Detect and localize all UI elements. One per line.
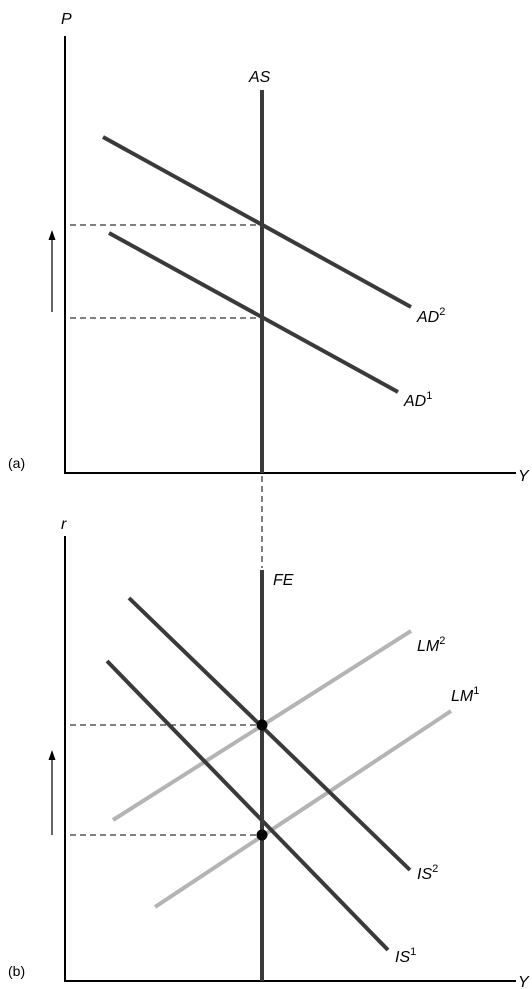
is1-label: IS1 [395, 946, 416, 966]
panel-b-label: (b) [8, 963, 25, 979]
y-axis-label-a: Y [518, 468, 530, 485]
ad1-curve [108, 231, 399, 394]
ad2-curve [102, 135, 412, 309]
lm1-label: LM1 [451, 685, 479, 705]
lm1-curve [153, 709, 453, 909]
fe-label: FE [273, 572, 294, 589]
y-axis-label-b: Y [518, 974, 530, 989]
panel-a-label: (a) [8, 455, 25, 471]
interest-rise-arrow-icon [48, 750, 56, 835]
equilibrium-point-1 [256, 829, 268, 841]
r-axis-label: r [61, 516, 67, 533]
is2-curve [127, 596, 412, 872]
is1-curve [105, 659, 390, 952]
ad1-label: AD1 [403, 390, 432, 410]
panel-b: r Y (b) FE LM2 LM1 IS2 IS1 [8, 516, 530, 989]
as-label: AS [248, 69, 271, 86]
price-rise-arrow-icon [48, 230, 56, 312]
is2-label: IS2 [417, 863, 438, 883]
lm2-label: LM2 [417, 635, 445, 655]
equilibrium-point-2 [256, 719, 268, 731]
ad2-label: AD2 [416, 306, 445, 326]
panel-a: P Y (a) AS AD2 AD1 [8, 11, 530, 485]
p-axis-label: P [61, 11, 72, 28]
